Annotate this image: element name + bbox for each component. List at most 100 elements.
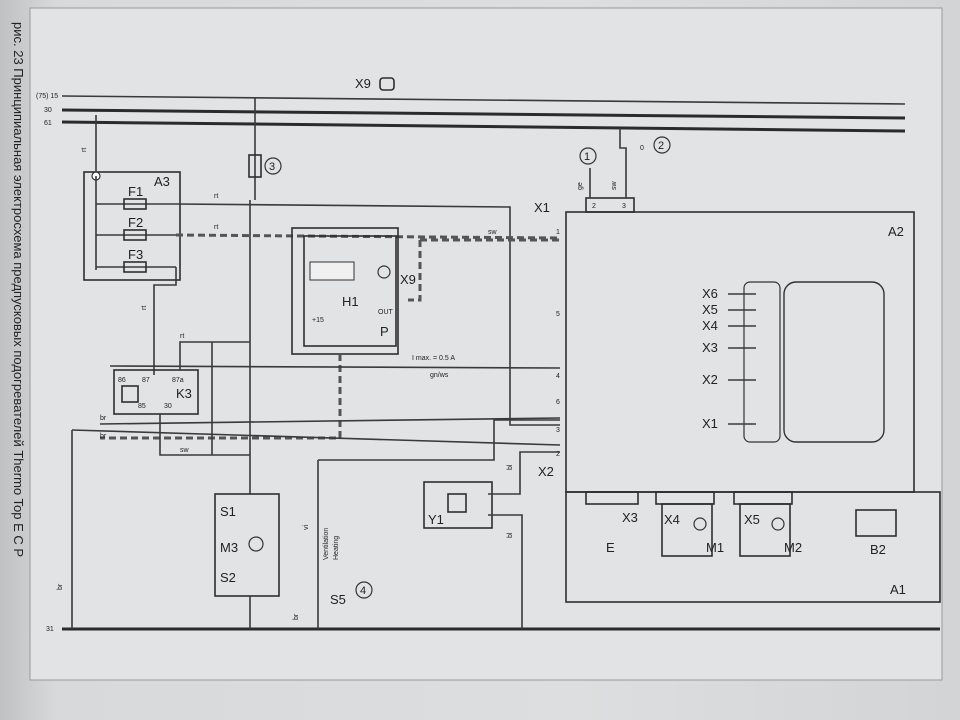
circle-1-icon: [579, 147, 597, 165]
wire-sw-a: sw: [488, 229, 498, 236]
wire-gnws-label: gn/ws: [430, 372, 449, 379]
s1-label: S1: [220, 504, 236, 519]
f1-label: F1: [128, 184, 143, 199]
timer-module-p: H1 P OUT +15 X9: [291, 227, 416, 355]
h1-label: H1: [342, 294, 359, 309]
y1-label: Y1: [428, 512, 444, 527]
x1-label-a2: X1: [702, 416, 718, 431]
motor-m3-icon: [248, 536, 264, 552]
circle-2-label: 2: [658, 140, 664, 152]
fuse-box-a3: A3 F1 F2 F3: [83, 171, 181, 281]
timer-lamp-icon: [377, 265, 391, 279]
x5-label: X5: [744, 512, 760, 527]
wire-br-a: [71, 429, 561, 446]
imax-note: I max. = 0.5 A: [412, 355, 455, 362]
x2-pin-2: 2: [556, 451, 560, 458]
rail-30: [61, 108, 906, 120]
x1-zero: 0: [640, 145, 644, 152]
wire-timer-x9: [408, 240, 422, 302]
b2-sensor-icon: [855, 509, 897, 537]
wire-sw-x1: [619, 128, 627, 198]
wire-sw-b: sw: [180, 447, 190, 454]
x9-label: X9: [400, 272, 416, 287]
k3-pin-87a: 87a: [172, 377, 184, 384]
e-label: E: [606, 540, 615, 555]
k3-pin-30: 30: [164, 403, 172, 410]
control-unit-a2: A2 X6 X5 X4 X3 X2 X1: [565, 211, 915, 493]
k3-pin-85: 85: [138, 403, 146, 410]
a2-board-icon: [783, 281, 885, 443]
wire-br-label-d: br: [293, 613, 300, 620]
fuse-f1-icon: [123, 198, 147, 210]
wire-y1-bl: [488, 451, 560, 495]
wire-f1-a2: [175, 203, 560, 426]
x6-label: X6: [702, 286, 718, 301]
f3-label: F3: [128, 247, 143, 262]
circle-4-icon: [355, 581, 373, 599]
x1-pin-2: 2: [592, 203, 596, 210]
a3-label: A3: [154, 174, 170, 189]
rail-label-61: 61: [44, 120, 52, 127]
p-label: P: [380, 324, 389, 339]
circle-3-label: 3: [269, 161, 275, 173]
x2-pin-3: 3: [556, 427, 560, 434]
timer-inner-box: [303, 235, 397, 347]
circle-1-label: 1: [584, 151, 590, 163]
motor-m2-icon: [771, 517, 785, 531]
wire-vi: [318, 419, 560, 461]
k3-label: K3: [176, 386, 192, 401]
motor-m1-icon: [693, 517, 707, 531]
wire-bl-label-b: bl: [507, 532, 514, 538]
s5-label: S5: [330, 592, 346, 607]
x2-pin-5: 5: [556, 311, 560, 318]
x2-pin-1: 1: [556, 229, 560, 236]
wire-gnws: [109, 365, 561, 369]
x1-connector-icon: [585, 197, 635, 213]
a1-label: A1: [890, 582, 906, 597]
s5-heating: Heating: [333, 536, 340, 560]
x9-connector-icon: [379, 77, 395, 91]
k3-coil-icon: [121, 385, 139, 403]
y1-box: [423, 481, 493, 529]
m1-box: [661, 503, 713, 557]
switch-box-s1-m3-s2: S1 M3 S2: [214, 493, 280, 597]
wire-rt-d: rt: [141, 306, 148, 310]
f2-label: F2: [128, 215, 143, 230]
k3-box: [113, 369, 199, 415]
s5-ventilation: Ventilation: [323, 528, 330, 560]
a3-box: [83, 171, 181, 281]
wire-sw-label-c: sw: [611, 181, 618, 191]
x3-label-a2: X3: [702, 340, 718, 355]
a2-connector-block-icon: [743, 281, 781, 443]
rail-label-30: 30: [44, 107, 52, 114]
wire-vi-label: vi: [303, 525, 310, 531]
wire-k3-sw: [159, 414, 250, 456]
fuse-3-icon: [248, 154, 262, 178]
wire-f3-k3: [153, 267, 177, 375]
power-rails: (75) 15 30 61 31: [36, 93, 940, 633]
wire-br-label-c: br: [57, 583, 64, 590]
wire-rt-a: rt: [81, 148, 88, 152]
rail-label-31: 31: [46, 626, 54, 633]
wire-br-b: [99, 417, 561, 425]
x2-label-a2: X2: [702, 372, 718, 387]
m2-box: [739, 503, 791, 557]
circle-3-icon: [264, 157, 282, 175]
x1-label: X1: [534, 200, 550, 215]
x2-pin-4: 4: [556, 373, 560, 380]
switch-box: [214, 493, 280, 597]
rail-label-15: (75) 15: [36, 93, 58, 100]
circle-4-label: 4: [360, 585, 366, 597]
timer-outer-box: [291, 227, 399, 355]
m1-label: M1: [706, 540, 724, 555]
x4-label: X4: [664, 512, 680, 527]
x4-label-a2: X4: [702, 318, 718, 333]
wire-rt-c: rt: [214, 224, 218, 231]
wire-k3-rt: [179, 341, 250, 370]
x9-top-label: X9: [355, 76, 371, 91]
wire-br-label-b: br: [100, 433, 107, 440]
b2-label: B2: [870, 542, 886, 557]
x3-connector-icon: [585, 491, 639, 505]
